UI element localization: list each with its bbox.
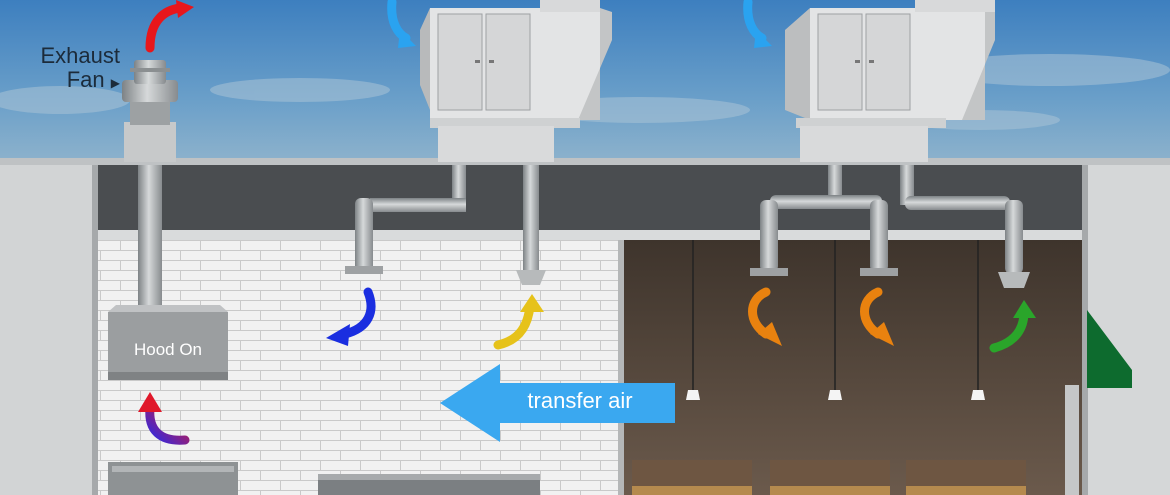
kitchen-return-arrow xyxy=(493,294,544,350)
pendant-lights xyxy=(686,240,985,400)
dining-return-arrow xyxy=(989,300,1036,353)
rooftop-unit-2 xyxy=(785,0,995,162)
exhaust-fan-label-line2: Fan xyxy=(66,67,105,92)
ductwork xyxy=(138,165,1030,313)
unit1-intake-arrow xyxy=(387,0,416,48)
transfer-air-arrow xyxy=(440,364,675,442)
dining-supply-arrow-1 xyxy=(748,287,782,346)
plenum-floor xyxy=(95,230,1085,240)
left-wall-edge xyxy=(92,165,98,495)
kitchen-hood xyxy=(108,305,228,380)
kitchen-dining-partition xyxy=(618,240,624,495)
exhaust-fan-label: Exhaust Fan ▶ xyxy=(22,43,121,95)
kitchen-equipment xyxy=(108,462,540,495)
exhaust-fan xyxy=(122,60,178,162)
unit2-intake-arrow xyxy=(743,0,772,48)
pointer-triangle-icon: ▶ xyxy=(110,76,120,90)
dining-tables xyxy=(632,460,1026,495)
exterior-door-frame xyxy=(1065,385,1079,495)
rooftop-unit-1 xyxy=(420,0,612,162)
exhaust-out-arrow xyxy=(145,0,194,53)
dining-supply-arrow-2 xyxy=(860,287,894,346)
roof-slab xyxy=(0,158,1170,168)
exhaust-fan-label-line1: Exhaust xyxy=(40,43,121,68)
left-exterior-wall xyxy=(0,165,95,495)
transfer-air-label: transfer air xyxy=(527,388,633,413)
kitchen-supply-arrow xyxy=(326,287,376,346)
right-wall-edge xyxy=(1082,165,1088,495)
hood-intake-arrow xyxy=(138,392,190,445)
hood-label: Hood On xyxy=(133,340,203,359)
exterior-awning xyxy=(1087,310,1132,388)
